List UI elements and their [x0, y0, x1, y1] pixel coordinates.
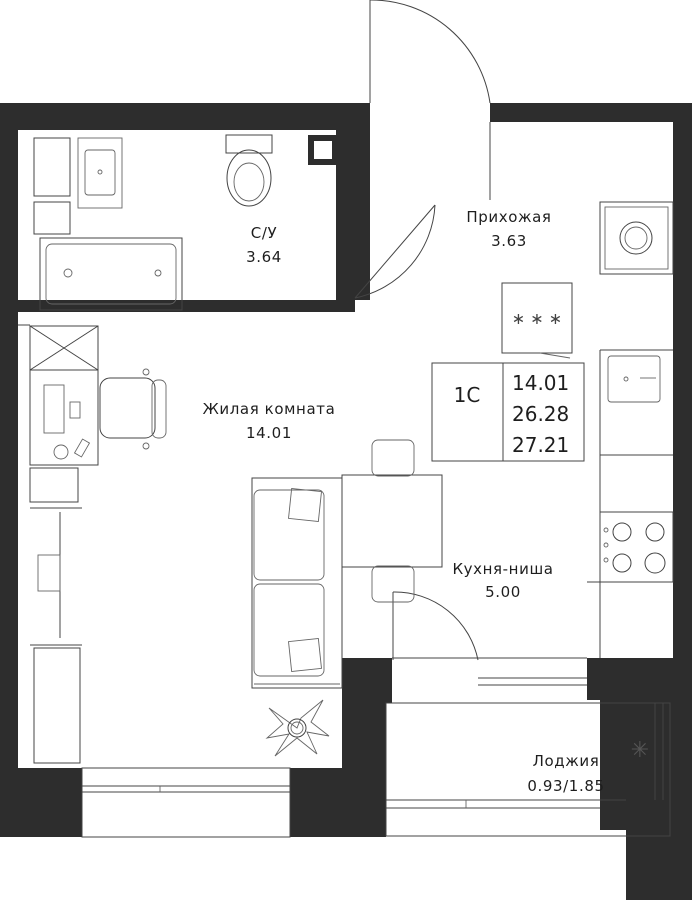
- plant: [265, 699, 330, 757]
- office-chair: [99, 377, 156, 439]
- apartment-type: 1С: [454, 383, 481, 407]
- bathroom-area: 3.64: [246, 248, 282, 266]
- svg-text:∗ ∗ ∗: ∗ ∗ ∗: [512, 309, 562, 328]
- area-info-box: 1С 14.01 26.28 27.21: [431, 362, 585, 462]
- windows: ✳: [81, 702, 671, 838]
- entry-door-swing: [370, 0, 491, 104]
- loggia-name: Лоджия: [533, 752, 600, 770]
- shelf: [29, 467, 79, 503]
- desk: [29, 369, 99, 466]
- bath-door-swing: [354, 204, 436, 299]
- bathroom-fixtures: [33, 134, 273, 311]
- cabinet: [33, 201, 71, 235]
- bathtub: [39, 237, 183, 311]
- toilet-tank: [225, 134, 273, 154]
- washer-cabinet: [33, 137, 71, 197]
- bath-right-wall: [336, 130, 355, 312]
- sofa: [251, 477, 343, 689]
- sink-counter: [77, 137, 123, 209]
- walls: [0, 103, 692, 900]
- doors: [354, 0, 491, 661]
- hallway-fixtures: [489, 122, 674, 275]
- total-with-loggia-value: 27.21: [512, 433, 569, 457]
- total-area-value: 26.28: [512, 402, 569, 426]
- hallway-name: Прихожая: [466, 208, 551, 226]
- living-area-value: 14.01: [512, 371, 569, 395]
- kitchen-area: 5.00: [485, 583, 521, 601]
- partitions: [18, 324, 587, 686]
- bath-bottom-wall: [18, 300, 355, 312]
- hood: [501, 282, 573, 354]
- bath-door-leaf: [354, 204, 436, 299]
- kitchen-fixtures: ∗ ∗ ∗: [501, 282, 674, 658]
- loggia-door-swing: [392, 591, 479, 661]
- toilet-bowl: [226, 149, 272, 207]
- svg-text:✳: ✳: [631, 738, 649, 763]
- hallway-area: 3.63: [491, 232, 527, 250]
- loggia-corner: [600, 800, 626, 830]
- room-labels: С/У 3.64 Прихожая 3.63 Жилая комната 14.…: [203, 208, 604, 795]
- bathroom-name: С/У: [251, 224, 277, 242]
- loggia-area: 0.93/1.85: [527, 777, 604, 795]
- washing-machine: [599, 201, 674, 275]
- living-furniture: [29, 325, 343, 764]
- living-room-name: Жилая комната: [203, 400, 336, 418]
- stove: [599, 511, 674, 583]
- dining-table: [341, 439, 443, 603]
- tv-cabinet: [33, 647, 81, 764]
- kitchen-name: Кухня-ниша: [452, 560, 553, 578]
- living-room-area: 14.01: [246, 424, 292, 442]
- kitchen-sink: [607, 355, 661, 403]
